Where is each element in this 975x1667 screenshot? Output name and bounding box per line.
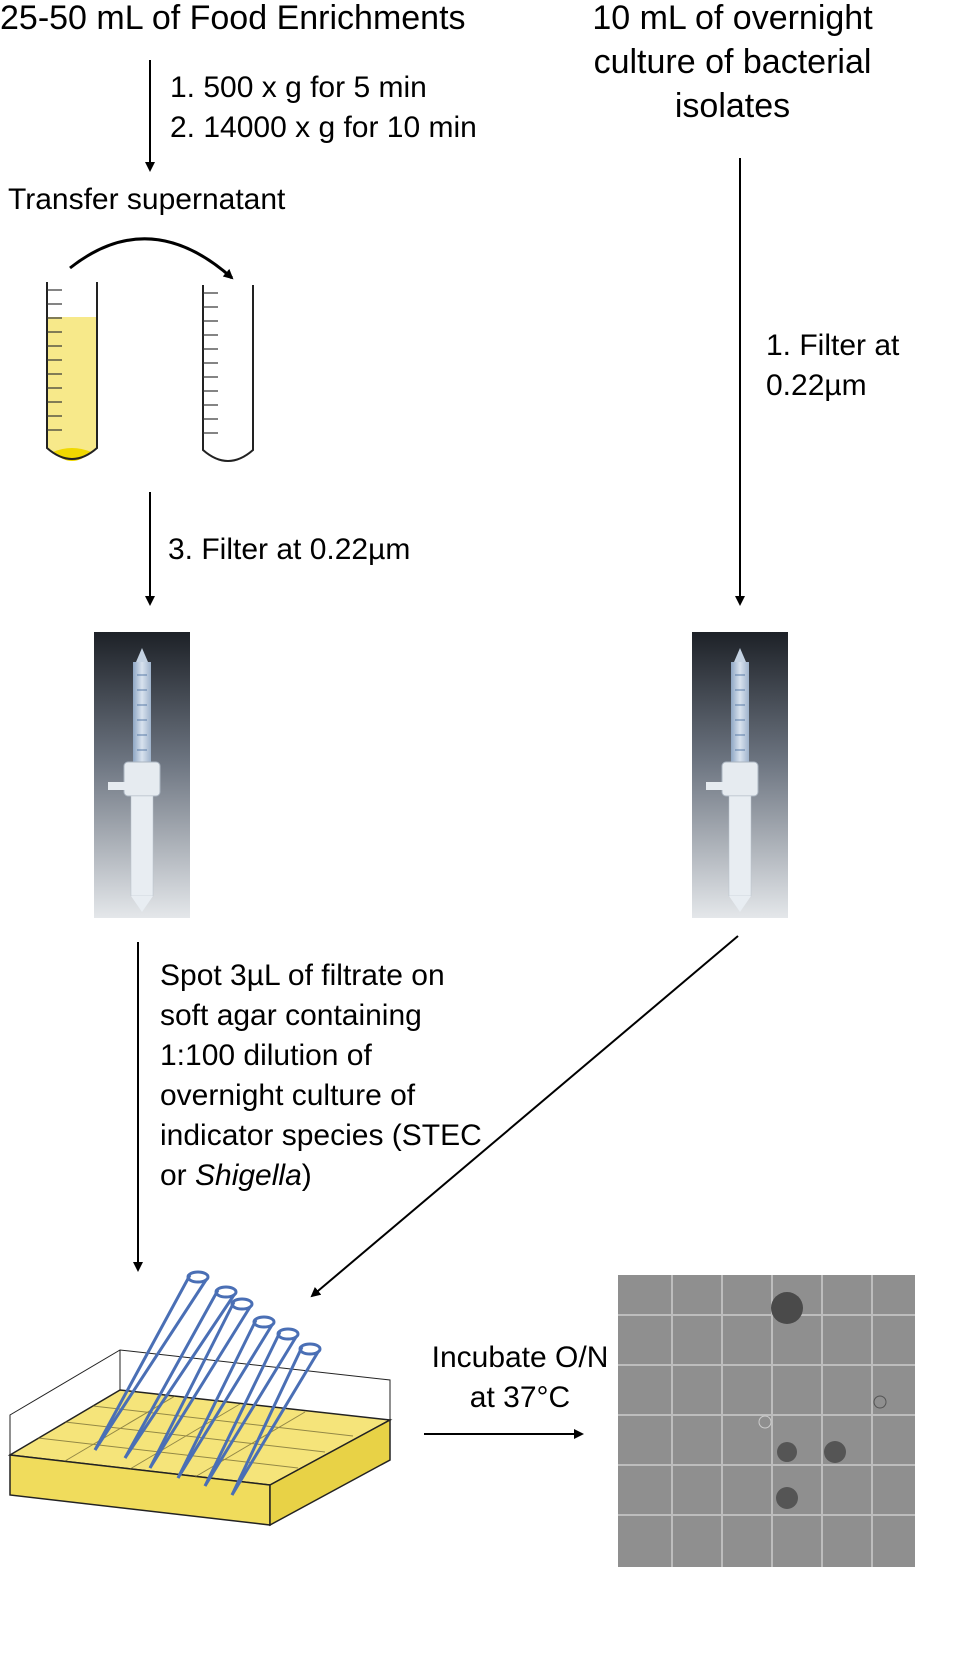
spot-line: Spot 3µL of filtrate on: [160, 959, 445, 992]
filter-right-label: 1. Filter at 0.22µm: [766, 326, 899, 406]
centrifuge-tube-empty: [202, 285, 254, 462]
pipette-tips: [93, 1270, 322, 1496]
incubated-plate-photo: [618, 1275, 915, 1567]
filter-unit-photo-right: [692, 632, 788, 918]
incubate-label: Incubate O/N at 37°C: [400, 1338, 640, 1418]
filter-right-line: 1. Filter at: [766, 329, 900, 362]
centrifuge-steps: 1. 500 x g for 5 min 2. 14000 x g for 10…: [170, 68, 477, 148]
centrifuge-step: 2. 14000 x g for 10 min: [170, 111, 477, 144]
spot-line: 1:100 dilution of: [160, 1039, 372, 1072]
left-source-title: 25-50 mL of Food Enrichments: [0, 0, 466, 37]
agar-tray: [7, 1349, 393, 1527]
spot-species-italic: Shigella: [195, 1159, 302, 1192]
right-source-title: 10 mL of overnight culture of bacterial …: [560, 0, 905, 128]
filter-left-label: 3. Filter at 0.22µm: [168, 533, 411, 566]
spot-line: or Shigella): [160, 1156, 482, 1196]
arrow-transfer: [69, 237, 234, 280]
filter-unit-photo-left: [94, 632, 190, 918]
arrow-isolates-to-tray: [310, 935, 739, 1298]
transfer-label: Transfer supernatant: [8, 183, 286, 216]
spot-prefix: or: [160, 1159, 196, 1192]
right-source-line: culture of bacterial: [593, 43, 872, 81]
right-source-line: isolates: [674, 87, 791, 125]
spot-line: soft agar containing: [160, 999, 422, 1032]
spot-line: overnight culture of: [160, 1079, 416, 1112]
spot-instructions: Spot 3µL of filtrate on soft agar contai…: [160, 956, 482, 1196]
centrifuge-tube-full: [46, 282, 98, 461]
centrifuge-step: 1. 500 x g for 5 min: [170, 71, 427, 104]
incubate-line: at 37°C: [469, 1381, 571, 1414]
right-source-line: 10 mL of overnight: [592, 0, 873, 37]
spot-line: indicator species (STEC: [160, 1119, 482, 1152]
spot-suffix: ): [301, 1159, 312, 1192]
incubate-line: Incubate O/N: [431, 1341, 609, 1374]
filter-right-line: 0.22µm: [766, 369, 867, 402]
